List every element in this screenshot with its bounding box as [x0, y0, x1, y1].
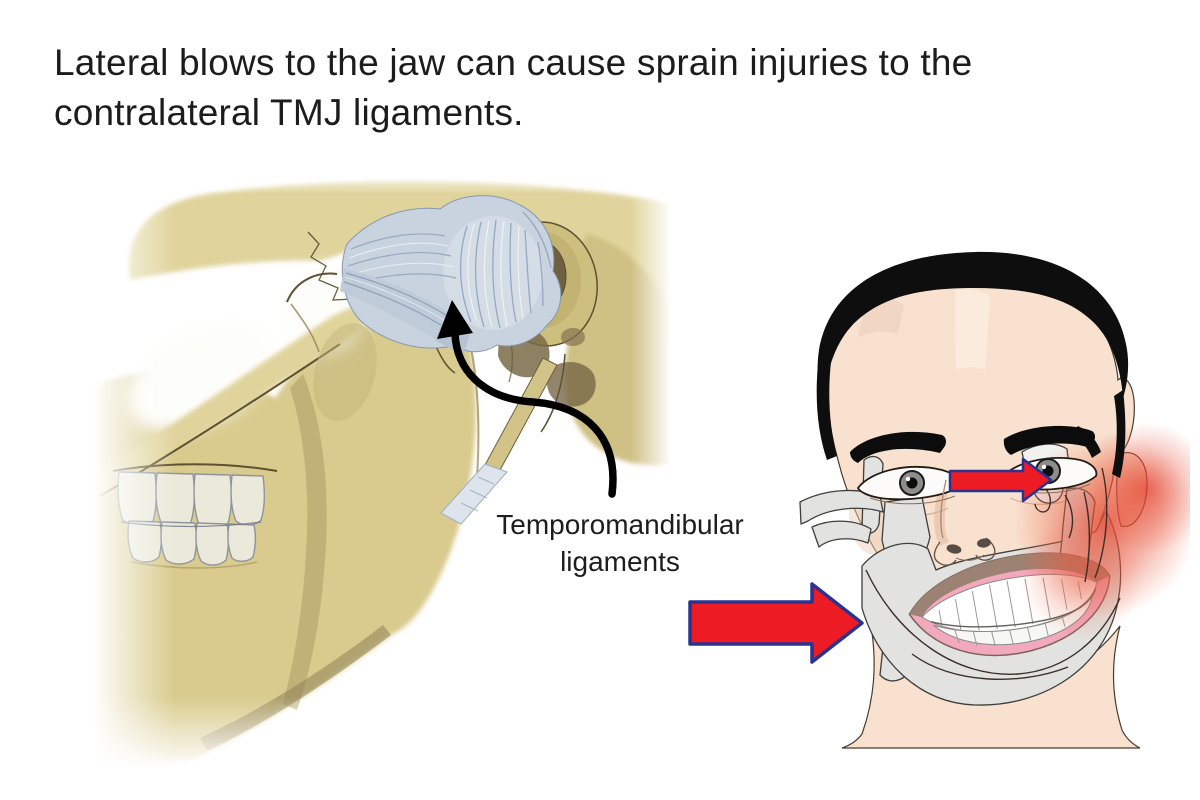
- left-eye-glint: [905, 476, 911, 482]
- label-line-1: Temporomandibular: [496, 509, 744, 540]
- capsule-fibers: [459, 211, 552, 329]
- hair-cap: [817, 251, 1129, 402]
- condyle-line: [1064, 494, 1074, 539]
- cheek-edge-line: [1094, 467, 1108, 579]
- hair-side-left: [816, 348, 837, 460]
- right-eye-glint: [1041, 464, 1047, 470]
- stylomandibular-ligament: [440, 463, 508, 525]
- chin-line: [911, 653, 1069, 681]
- coronoid-edge: [290, 303, 320, 353]
- left-nostril: [946, 544, 962, 554]
- lateral-blow-arrow: [688, 582, 864, 664]
- mastoid-mottle: [547, 361, 596, 407]
- title-text: Lateral blows to the jaw can cause sprai…: [54, 42, 973, 133]
- nose: [933, 479, 996, 566]
- ligament-pointer-arrow: [437, 300, 617, 498]
- jawline: [865, 569, 1121, 675]
- eyebrows: [850, 425, 1096, 463]
- thick-right-arrow-icon: [688, 582, 864, 664]
- label-line-2: ligaments: [560, 546, 680, 577]
- skull-tmj-figure: [95, 172, 670, 767]
- styloid-process: [440, 357, 558, 525]
- left-eyebrow: [850, 431, 946, 463]
- contralateral-strain-arrow: [948, 457, 1053, 503]
- mastoid-mottle: [561, 328, 585, 346]
- tmj-ligament-fan: [340, 195, 562, 355]
- curved-arrow-icon: [451, 330, 617, 498]
- edge-fade: [95, 172, 670, 767]
- left-nostril-wing: [933, 541, 957, 566]
- tmj-ligaments-label: Temporomandibular ligaments: [460, 506, 780, 580]
- arrowhead: [437, 300, 473, 339]
- mandibular-notch-outline: [286, 272, 338, 303]
- face-impact-figure: [799, 251, 1190, 749]
- diagonal-ligament-band: [340, 268, 468, 346]
- right-eyebrow: [1003, 425, 1096, 455]
- zygomatic-overlay: [799, 489, 884, 525]
- hair-side-right: [1112, 390, 1126, 478]
- right-nostril: [977, 538, 991, 548]
- wing-highlights: [348, 242, 455, 276]
- zygomatic-overlay-2: [811, 520, 872, 548]
- ramus-line: [1083, 491, 1091, 583]
- capsule-highlights: [467, 220, 524, 328]
- inflammation-glow: [1013, 422, 1190, 640]
